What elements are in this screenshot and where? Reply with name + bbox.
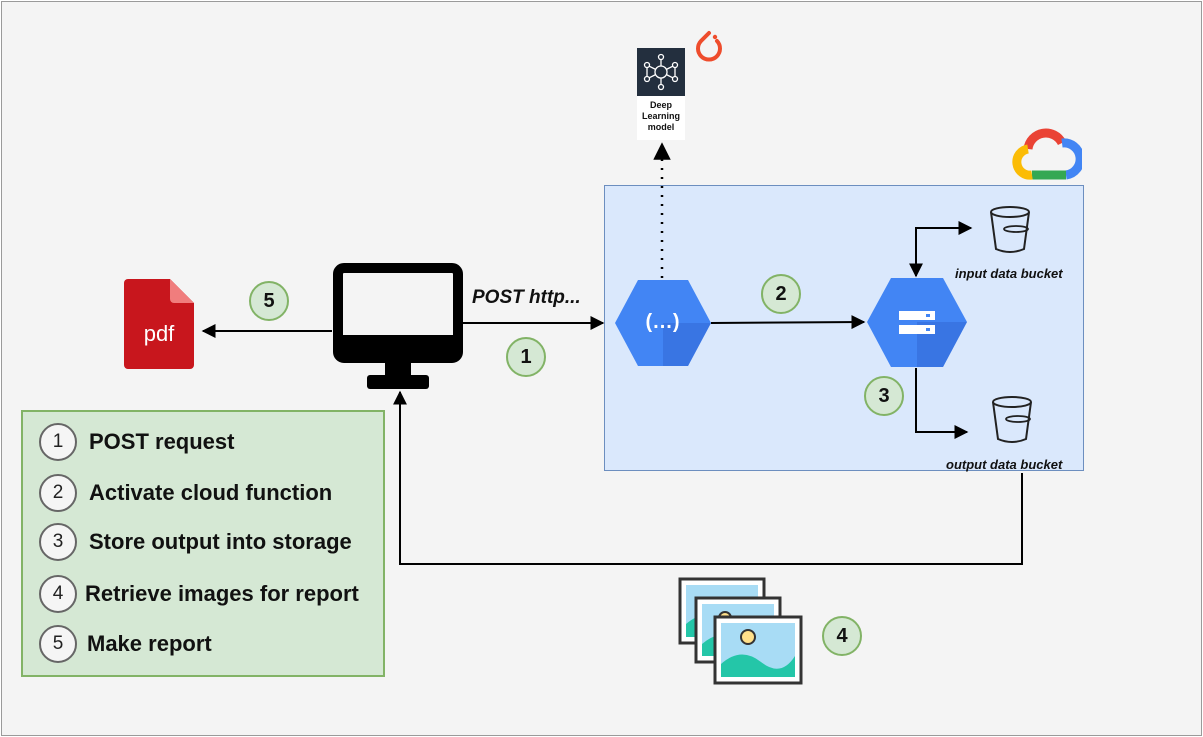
- arrow-bucket-to-monitor: [393, 390, 1023, 565]
- legend-number: 2: [39, 474, 77, 512]
- pytorch-icon: [692, 28, 726, 66]
- legend-text: POST request: [89, 429, 235, 454]
- cloud-storage-icon: [866, 276, 968, 369]
- arrow-storage-input-bucket: [909, 221, 973, 278]
- legend-item: 3 Store output into storage: [39, 522, 352, 562]
- legend-number: 1: [39, 423, 77, 461]
- post-edge-label: POST http...: [472, 287, 581, 308]
- deep-learning-model-card: Deep Learning model: [637, 48, 685, 140]
- step-badge-3: 3: [864, 376, 904, 416]
- bucket-icon: [988, 205, 1032, 255]
- monitor-icon: [333, 263, 463, 393]
- bucket-icon: [990, 395, 1034, 445]
- pdf-label: pdf: [143, 321, 175, 346]
- arrow-function-to-storage: [710, 315, 866, 330]
- legend-item: 2 Activate cloud function: [39, 473, 332, 513]
- step-badge-2: 2: [761, 274, 801, 314]
- legend-number: 4: [39, 575, 77, 613]
- legend-item: 1 POST request: [39, 422, 234, 462]
- legend-text: Retrieve images for report: [85, 581, 359, 606]
- legend-number: 5: [39, 625, 77, 663]
- step-badge-5: 5: [249, 281, 289, 321]
- google-cloud-icon: [1010, 125, 1085, 181]
- input-bucket-label: input data bucket: [955, 266, 1063, 281]
- legend-text: Activate cloud function: [89, 480, 333, 505]
- output-bucket-label: output data bucket: [946, 457, 1063, 472]
- cloud-functions-icon: (...): [614, 278, 712, 368]
- arrow-storage-output-bucket: [915, 368, 969, 439]
- pdf-file-icon: pdf: [124, 279, 194, 369]
- step-badge-4: 4: [822, 616, 862, 656]
- image-stack-icon: [677, 576, 805, 688]
- legend-text: Make report: [87, 631, 212, 656]
- deep-learning-model-icon: [637, 48, 685, 96]
- legend-item: 5 Make report: [39, 624, 212, 664]
- legend-number: 3: [39, 523, 77, 561]
- legend-panel: 1 POST request 2 Activate cloud function…: [21, 410, 385, 677]
- legend-text: Store output into storage: [89, 529, 352, 554]
- legend-item: 4 Retrieve images for report: [39, 574, 359, 614]
- model-label: Deep Learning model: [641, 100, 680, 132]
- step-badge-1: 1: [506, 337, 546, 377]
- function-glyph: (...): [645, 311, 681, 333]
